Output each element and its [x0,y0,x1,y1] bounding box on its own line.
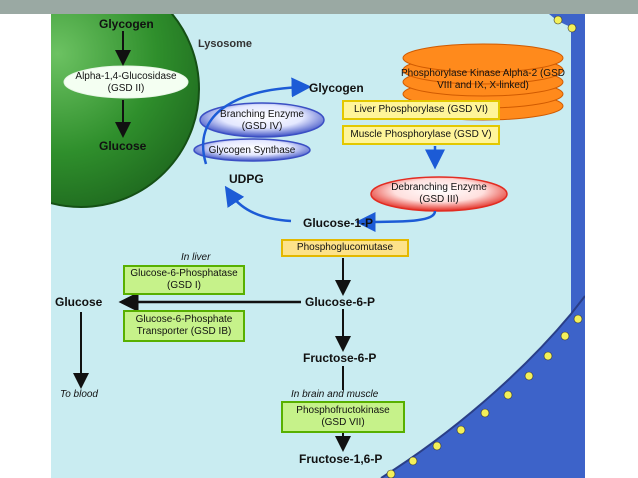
muscle-phosphorylase-box: Muscle Phosphorylase (GSD V) [342,125,500,145]
in-brain-muscle-note: In brain and muscle [291,389,379,400]
glucose-1-p-label: Glucose-1-P [303,216,374,230]
in-liver-note: In liver [181,252,211,263]
glycogen-label: Glycogen [309,81,364,95]
lysosome-shape [51,14,200,208]
debranching-enzyme-label: Debranching Enzyme (GSD III) [391,182,487,205]
arrow-udpg-to-glycogen [201,77,312,165]
arrow-debranch-to-g1p [355,210,437,232]
arrow-g1p-to-udpg [224,185,292,223]
alpha-glucosidase-label: Alpha-1,4-Glucosidase (GSD II) [75,71,177,94]
top-bar [0,0,638,14]
cell-membrane [381,14,585,478]
membrane-lipids [386,15,583,478]
phosphorylase-kinase-label: Phosphorylase Kinase Alpha-2 (GSD VIII a… [401,68,565,91]
fructose-1-6-p-label: Fructose-1,6-P [299,452,383,466]
liver-phosphorylase-box: Liver Phosphorylase (GSD VI) [342,100,500,120]
phosphoglucomutase-box: Phosphoglucomutase [281,239,409,257]
lysosome-glucose-label: Glucose [99,139,147,153]
udpg-label: UDPG [229,172,264,186]
phosphofructokinase-box: Phosphofructokinase (GSD VII) [281,401,405,433]
lysosome-glycogen-label: Glycogen [99,17,154,31]
debranching-enzyme-ellipse [370,176,508,212]
fructose-6-p-label: Fructose-6-P [303,351,377,365]
glucose-label: Glucose [55,295,103,309]
glucose-6-p-label: Glucose-6-P [305,295,376,309]
glycogen-metabolism-diagram: Glycogen Lysosome Alpha-1,4-Glucosidase … [51,14,585,478]
g6p-transporter-box: Glucose-6-Phosphate Transporter (GSD IB) [123,310,245,342]
branching-enzyme-ellipse [199,102,325,138]
g6pase-box: Glucose-6-Phosphatase (GSD I) [123,265,245,295]
lysosome-label: Lysosome [198,38,253,50]
glycogen-synthase-ellipse [193,138,311,162]
to-blood-label: To blood [60,389,98,400]
branching-enzyme-label: Branching Enzyme (GSD IV) [220,109,304,132]
lysosome-enzyme-ellipse [63,65,189,99]
glycogen-synthase-label: Glycogen Synthase [208,144,296,156]
